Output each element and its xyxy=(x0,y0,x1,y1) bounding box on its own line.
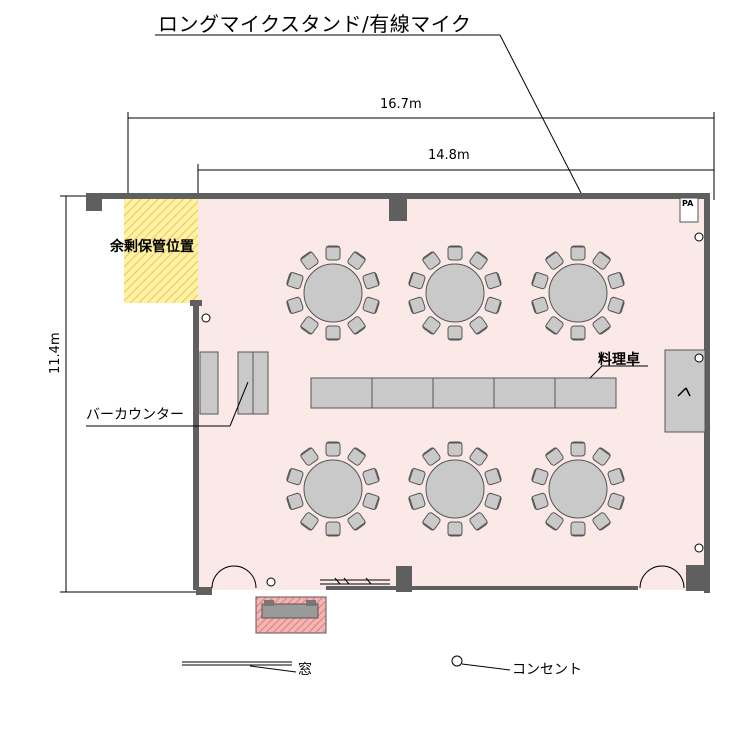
chair xyxy=(607,468,625,486)
chair xyxy=(531,492,549,510)
chair xyxy=(531,296,549,314)
cooking-table-leader xyxy=(589,365,603,379)
total-width-label: 16.7m xyxy=(380,97,422,112)
chair xyxy=(484,468,502,486)
round-table xyxy=(531,245,625,341)
table-top xyxy=(548,459,608,519)
chair xyxy=(447,325,463,341)
legend-outlet-label: コンセント xyxy=(512,662,582,678)
legend-outlet-symbol xyxy=(451,655,511,671)
chair xyxy=(531,468,549,486)
chair xyxy=(607,492,625,510)
chair xyxy=(408,272,426,290)
table-top xyxy=(303,263,363,323)
legend-window-symbol xyxy=(182,661,297,673)
chair xyxy=(607,296,625,314)
dimension-total-width xyxy=(127,112,715,200)
chair xyxy=(325,521,341,537)
chair xyxy=(570,245,586,261)
room-width-label: 14.8m xyxy=(428,148,470,163)
outlet-icon xyxy=(201,313,211,323)
chair xyxy=(531,272,549,290)
buffet-table xyxy=(310,377,617,409)
door-right xyxy=(639,565,685,589)
chair xyxy=(362,492,380,510)
chair xyxy=(570,521,586,537)
chair xyxy=(408,296,426,314)
window-bottom xyxy=(320,577,390,585)
chair xyxy=(362,272,380,290)
chair xyxy=(325,441,341,457)
chair xyxy=(484,296,502,314)
chair xyxy=(484,492,502,510)
cooking-table-label: 料理卓 xyxy=(598,352,640,368)
depth-label: 11.4m xyxy=(48,332,63,374)
outlet-icon xyxy=(694,232,704,242)
bar-counter xyxy=(199,351,269,415)
chair xyxy=(607,272,625,290)
walls xyxy=(86,193,710,595)
table-top xyxy=(425,459,485,519)
door-left xyxy=(211,565,257,589)
chair xyxy=(408,468,426,486)
pa-box xyxy=(679,197,699,223)
title: ロングマイクスタンド/有線マイク xyxy=(158,12,472,36)
chair xyxy=(447,441,463,457)
chair xyxy=(447,245,463,261)
round-tables xyxy=(286,245,625,537)
round-table xyxy=(408,245,502,341)
mic-table xyxy=(664,349,706,433)
outlets xyxy=(201,232,704,587)
pa-label: PA xyxy=(682,199,694,208)
storage-label: 余剰保管位置 xyxy=(110,239,194,255)
round-table xyxy=(531,441,625,537)
chair xyxy=(408,492,426,510)
chair xyxy=(570,325,586,341)
outlet-icon xyxy=(694,543,704,553)
chair xyxy=(362,468,380,486)
chair xyxy=(362,296,380,314)
round-table xyxy=(408,441,502,537)
chair xyxy=(286,468,304,486)
outlet-icon xyxy=(266,577,276,587)
chair xyxy=(286,272,304,290)
chair xyxy=(325,325,341,341)
outlet-icon xyxy=(694,353,704,363)
mic-icon xyxy=(677,387,691,397)
chair xyxy=(447,521,463,537)
round-table xyxy=(286,245,380,341)
round-table xyxy=(286,441,380,537)
bar-counter-label: バーカウンター xyxy=(86,407,184,423)
chair xyxy=(484,272,502,290)
table-top xyxy=(425,263,485,323)
legend-window-label: 窓 xyxy=(298,662,312,678)
chair xyxy=(570,441,586,457)
chair xyxy=(286,492,304,510)
chair xyxy=(286,296,304,314)
chair xyxy=(325,245,341,261)
table-top xyxy=(303,459,363,519)
table-top xyxy=(548,263,608,323)
